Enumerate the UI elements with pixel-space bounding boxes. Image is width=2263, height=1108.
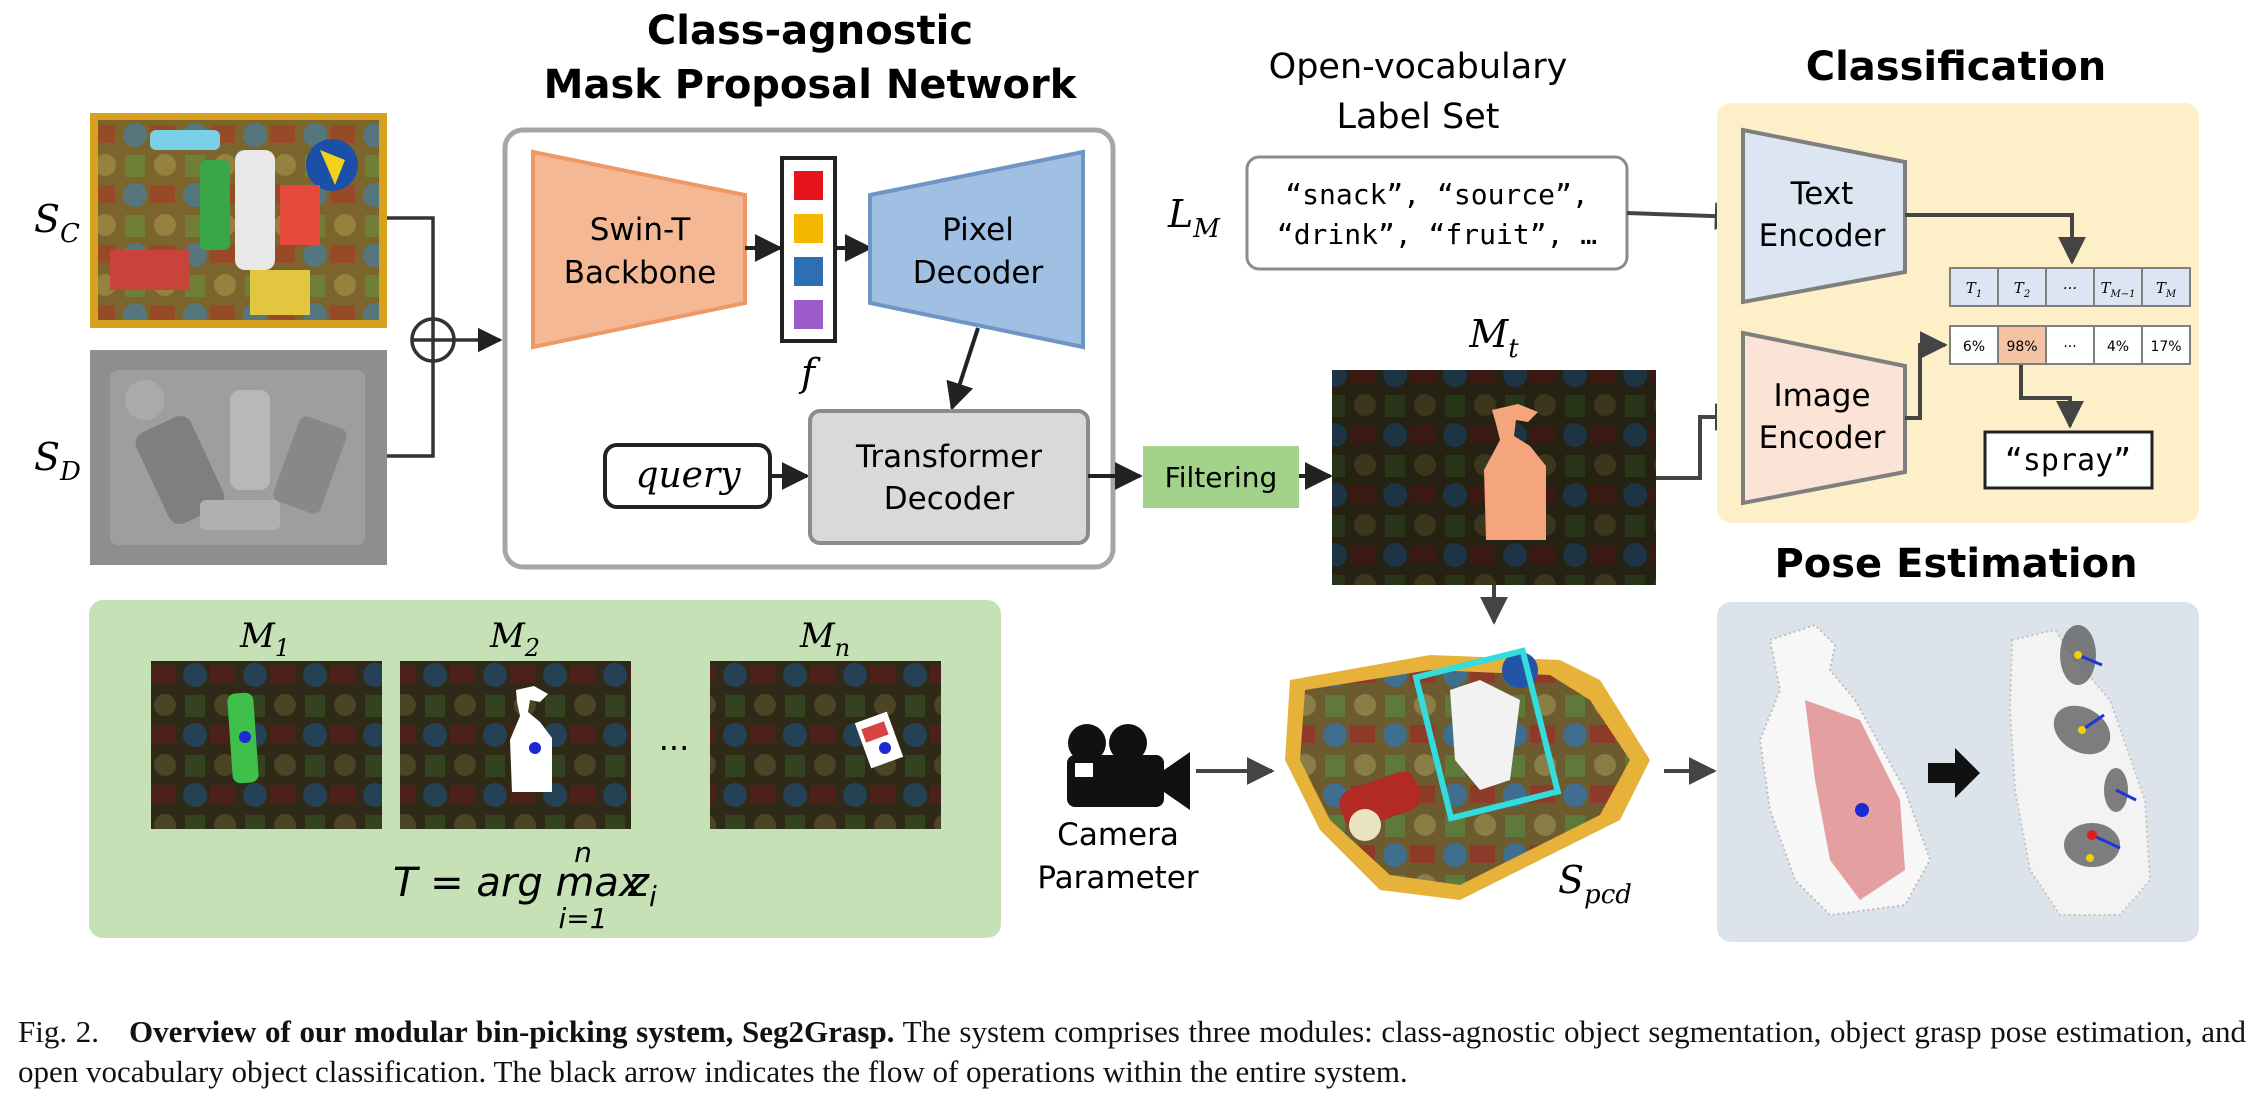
text-encoder-label-line1: Text: [1790, 176, 1854, 212]
caption-fig-label: Fig. 2.: [18, 1014, 99, 1049]
mn-label: Mn: [799, 616, 850, 662]
classification-title: Classification: [1806, 44, 2107, 90]
score-label: 6%: [1963, 339, 1985, 355]
spcd-label: Spcd: [1558, 858, 1632, 910]
pixel-to-transformer-arrow: [946, 327, 980, 411]
concat-icon: [410, 317, 456, 363]
depth-image: [90, 350, 387, 565]
token-label: TM−1: [2101, 279, 2136, 300]
token-label: T2: [2014, 279, 2030, 300]
label-set-title-line2: Label Set: [1336, 97, 1499, 137]
label-set-line1: “snack”, “source”,: [1285, 178, 1588, 211]
grasp-poses-pointcloud: [2008, 625, 2152, 916]
formula-upper: n: [574, 836, 592, 869]
token-cell: [2093, 267, 2143, 307]
score-cell: [1997, 325, 2047, 365]
pointcloud-scene: [1285, 647, 1650, 900]
score-label: 4%: [2107, 339, 2129, 355]
score-cell: [2093, 325, 2143, 365]
object-pointcloud: [1758, 623, 1932, 917]
transformer-label-line2: Decoder: [884, 481, 1015, 517]
image-encoder-label-line1: Image: [1773, 378, 1870, 414]
pixel-decoder-label-line2: Decoder: [913, 255, 1044, 291]
pose-result-arrow-icon: [1928, 748, 1980, 798]
swin-backbone: Swin-T Backbone: [531, 149, 747, 350]
token-cell: [2045, 267, 2095, 307]
label-set-line2: “drink”, “fruit”, …: [1277, 218, 1597, 251]
m1-label: M1: [239, 616, 290, 662]
feature-cell-1: [794, 171, 823, 200]
token-label: T1: [1966, 279, 1982, 300]
formula-lhs: T = arg max: [393, 860, 643, 906]
result-label: “spray”: [2005, 443, 2131, 478]
result-box: “spray”: [1983, 430, 2154, 490]
mask-network-title-line1: Class-agnostic: [647, 8, 973, 54]
sc-label: SC: [34, 197, 80, 249]
target-highlight-box: [1412, 647, 1562, 822]
feature-cell-2: [794, 214, 823, 243]
pixel-decoder-label-line1: Pixel: [942, 212, 1014, 248]
token-cell: [2141, 267, 2191, 307]
camera-label-line1: Camera: [1057, 817, 1179, 853]
mask-candidate-1: [151, 661, 382, 829]
token-cell: [1949, 267, 1999, 307]
transformer-decoder: Transformer Decoder: [808, 409, 1090, 545]
pose-estimation-title: Pose Estimation: [1774, 541, 2137, 587]
image-encoder-label-line2: Encoder: [1759, 420, 1886, 456]
score-cell: [2045, 325, 2095, 365]
score-to-result-arrow: [2019, 365, 2084, 429]
query-box: query: [603, 443, 772, 509]
feature-cell-4: [794, 300, 823, 329]
camera-label-line2: Parameter: [1037, 860, 1199, 896]
label-set-title-line1: Open-vocabulary: [1269, 47, 1568, 87]
text-encoder-to-tokens-arrow: [1905, 213, 2086, 265]
formula-lower: i=1: [558, 902, 607, 935]
score-row: 6% 98% ··· 4% 17%: [1949, 325, 2191, 365]
formula-var: zi: [627, 860, 657, 913]
mask-candidate-2: [400, 661, 631, 829]
m2-label: M2: [489, 616, 540, 662]
mt-label: Mt: [1468, 312, 1519, 364]
filtering-box: Filtering: [1143, 446, 1299, 508]
filtering-label: Filtering: [1165, 461, 1278, 494]
figure-caption: Fig. 2. Overview of our modular bin-picki…: [18, 1012, 2246, 1092]
sc-connector: [387, 216, 435, 340]
caption-body: The system comprises three modules: clas…: [18, 1014, 2246, 1089]
sd-connector: [387, 340, 435, 458]
transformer-label-line1: Transformer: [855, 439, 1042, 475]
text-encoder: Text Encoder: [1741, 127, 1907, 305]
sd-label: SD: [34, 435, 81, 487]
mask-candidate-n: [710, 661, 941, 829]
argmax-formula: T = arg max n i=1 zi: [393, 836, 657, 935]
score-cell: [1949, 325, 1999, 365]
score-cell: [2141, 325, 2191, 365]
diagram-canvas: Class-agnostic Mask Proposal Network Ope…: [34, 8, 2199, 942]
text-encoder-label-line2: Encoder: [1759, 218, 1886, 254]
token-label: ···: [2063, 279, 2077, 297]
feature-stack: [780, 156, 837, 343]
token-label: TM: [2156, 279, 2177, 300]
backbone-label-line2: Backbone: [564, 255, 717, 291]
camera-icon: [1067, 724, 1190, 810]
mask-network-title-line2: Mask Proposal Network: [544, 62, 1078, 108]
backbone-label-line1: Swin-T: [590, 212, 692, 248]
color-image: [90, 113, 387, 328]
feature-cell-3: [794, 257, 823, 286]
score-label: ···: [2063, 339, 2076, 355]
score-label: 17%: [2150, 339, 2181, 355]
mt-image: [1332, 370, 1656, 585]
lm-label: LM: [1167, 192, 1221, 244]
label-set-box: “snack”, “source”, “drink”, “fruit”, …: [1245, 155, 1629, 271]
caption-title: Overview of our modular bin-picking syst…: [129, 1014, 895, 1049]
pixel-decoder: Pixel Decoder: [868, 149, 1085, 350]
query-label: query: [635, 455, 741, 496]
token-row: T1 T2 ··· TM−1 TM: [1949, 267, 2191, 307]
mask-ellipsis: ...: [659, 720, 690, 758]
image-encoder: Image Encoder: [1741, 330, 1907, 506]
image-encoder-to-scores-arrow: [1905, 331, 1948, 420]
score-label: 98%: [2006, 339, 2037, 355]
selected-spray-mask: [1484, 404, 1546, 540]
